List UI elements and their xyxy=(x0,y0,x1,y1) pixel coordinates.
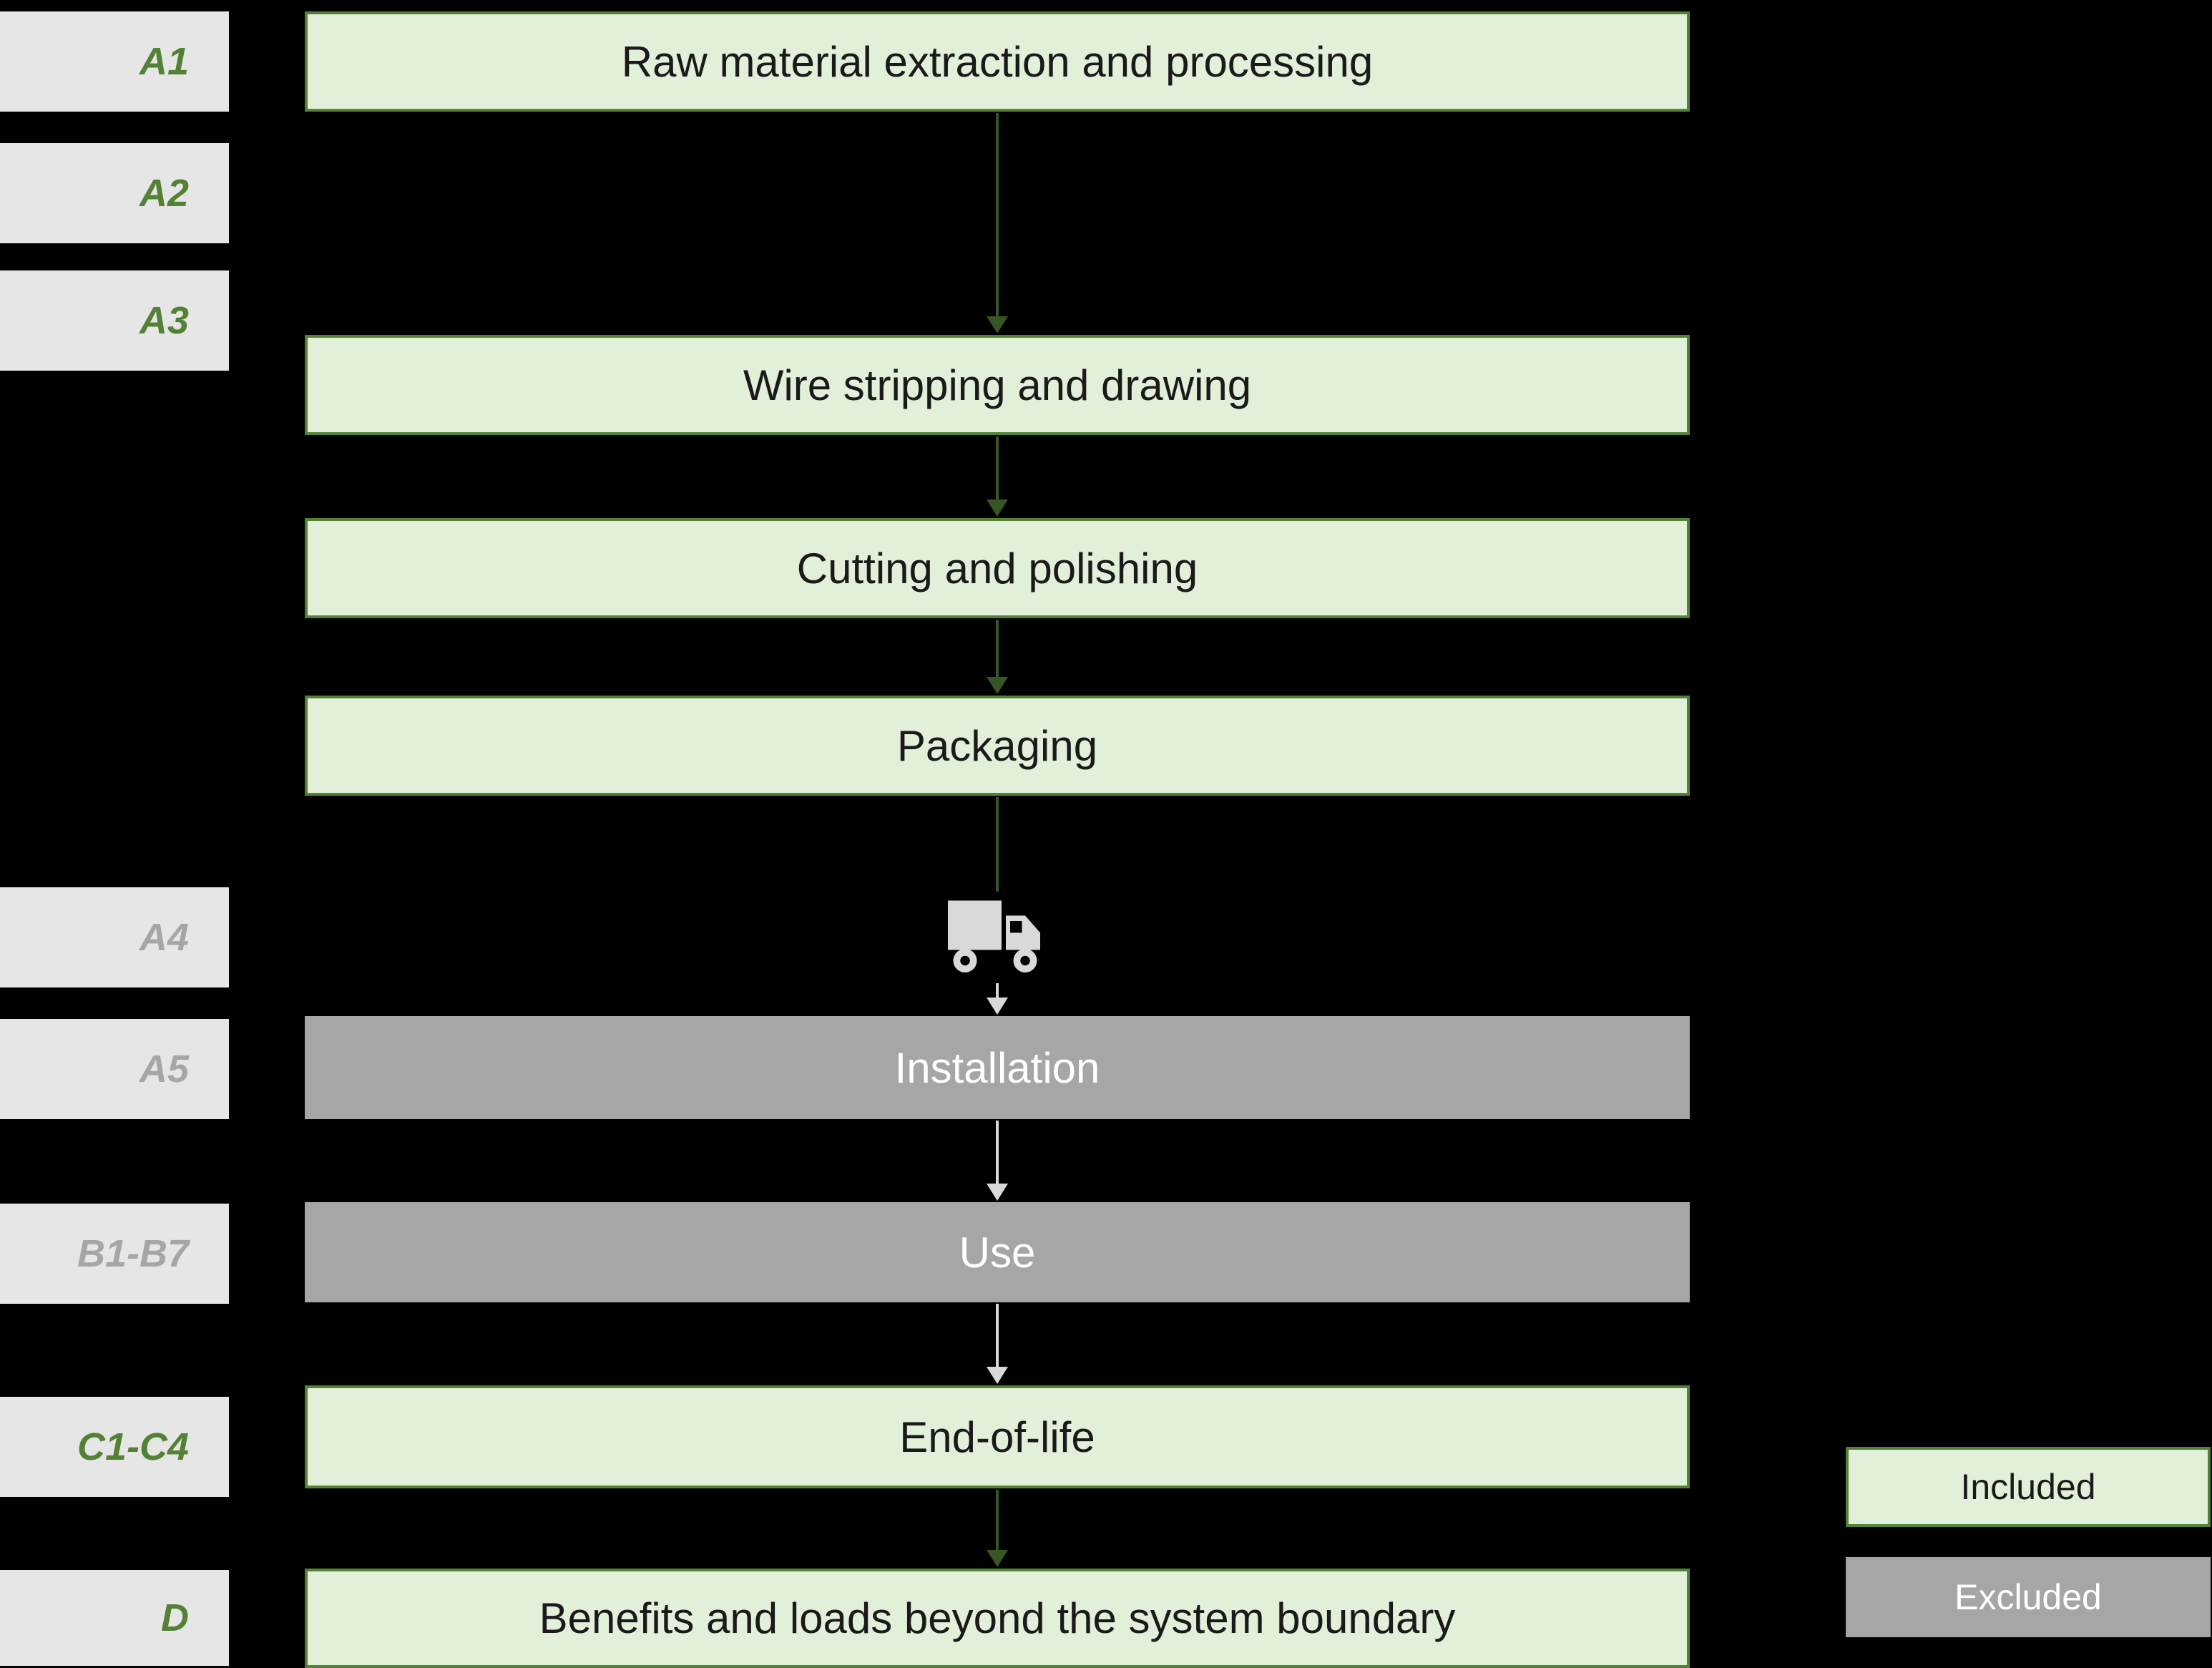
stage-label-d: D xyxy=(0,1570,229,1666)
arrow-wire-to-cutting xyxy=(984,436,1010,517)
legend-included-label: Included xyxy=(1960,1467,2096,1507)
stage-label-a1: A1 xyxy=(0,11,229,112)
stage-label-text: A5 xyxy=(139,1048,189,1091)
process-step-label: End-of-life xyxy=(899,1413,1095,1461)
stage-label-text: A4 xyxy=(139,916,189,959)
arrow-transport-to-installation xyxy=(984,983,1010,1015)
stage-label-b1-b7: B1-B7 xyxy=(0,1204,229,1304)
process-step-installation: Installation xyxy=(305,1016,1690,1119)
process-step-cutting-polishing: Cutting and polishing xyxy=(305,518,1690,618)
process-step-raw-material: Raw material extraction and processing xyxy=(305,11,1690,112)
stage-label-text: A1 xyxy=(139,40,189,83)
process-step-label: Benefits and loads beyond the system bou… xyxy=(539,1594,1456,1642)
legend-excluded-label: Excluded xyxy=(1954,1577,2102,1617)
stage-label-text: B1-B7 xyxy=(77,1232,189,1275)
arrow-end-of-life-to-benefits xyxy=(984,1490,1010,1567)
stage-label-text: D xyxy=(161,1596,189,1639)
stage-label-a5: A5 xyxy=(0,1019,229,1119)
process-step-packaging: Packaging xyxy=(305,696,1690,796)
process-step-label: Cutting and polishing xyxy=(796,544,1198,592)
stage-label-a2: A2 xyxy=(0,143,229,243)
stage-label-text: C1-C4 xyxy=(77,1425,189,1468)
arrow-cutting-to-packaging xyxy=(984,620,1010,694)
truck-icon xyxy=(948,900,1040,972)
process-step-use: Use xyxy=(305,1202,1690,1302)
stage-label-c1-c4: C1-C4 xyxy=(0,1397,229,1497)
legend-included: Included xyxy=(1846,1447,2211,1527)
stage-label-text: A3 xyxy=(139,299,189,342)
process-step-label: Packaging xyxy=(896,721,1098,770)
arrow-installation-to-use xyxy=(984,1121,1010,1201)
arrow-use-to-end-of-life xyxy=(984,1304,1010,1384)
process-step-label: Raw material extraction and processing xyxy=(621,37,1374,86)
stage-label-a3: A3 xyxy=(0,270,229,371)
process-step-label: Installation xyxy=(894,1043,1100,1092)
stage-label-a4: A4 xyxy=(0,887,229,987)
process-step-wire-stripping: Wire stripping and drawing xyxy=(305,335,1690,435)
process-step-label: Use xyxy=(959,1228,1036,1277)
stage-label-text: A2 xyxy=(139,172,189,215)
line-packaging-to-transport xyxy=(984,797,1010,892)
process-step-benefits-loads: Benefits and loads beyond the system bou… xyxy=(305,1569,1690,1668)
arrow-raw-to-wire xyxy=(984,113,1010,333)
process-step-end-of-life: End-of-life xyxy=(305,1385,1690,1488)
process-step-label: Wire stripping and drawing xyxy=(743,361,1252,409)
legend-excluded: Excluded xyxy=(1846,1557,2211,1637)
